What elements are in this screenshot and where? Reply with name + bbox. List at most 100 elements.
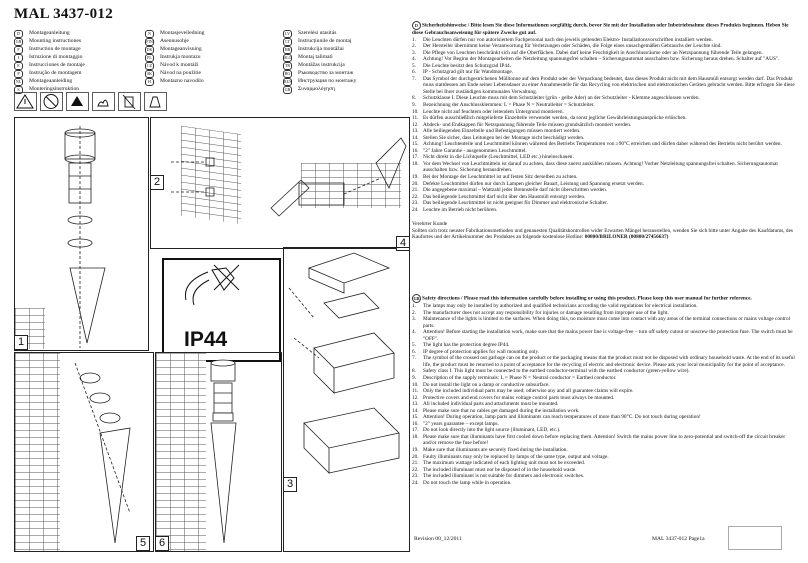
language-item: F Instruction de montage: [14, 46, 144, 54]
safety-item: 6.IP degree of protection applies for wa…: [412, 348, 540, 355]
safety-item: 2.The manufacturer does not accept any r…: [412, 309, 669, 316]
language-label: Montaj talimati: [298, 54, 333, 61]
safety-item: 9.Bezeichnung der Anschlussklemmen: L = …: [412, 102, 595, 109]
revision-label: Revision 00_12/2011: [414, 536, 462, 542]
panel-2-drawing: [171, 137, 407, 217]
safety-item: 24.Do not touch the lamp while in operat…: [412, 479, 512, 486]
safety-item: 10.Leuchte nicht auf feuchtem oder leite…: [412, 108, 564, 115]
panel-6-label: 6: [155, 536, 169, 551]
panel-6: 6: [155, 352, 282, 552]
language-code-badge: GB: [14, 38, 23, 46]
panel-1-label: 1: [14, 335, 28, 350]
safety-item: 9.Description of the supply terminals: L…: [412, 375, 617, 382]
language-item: I Istruzione di montaggio: [14, 54, 144, 62]
language-code-badge: TR: [283, 62, 292, 70]
safety-item: 18.Please make sure that illuminants hav…: [412, 433, 786, 447]
language-label: Instrukja montazu: [160, 54, 201, 61]
language-item: LT Instrucțiunile de montaj: [283, 38, 413, 46]
safety-item: 21.Die angegebene maximal – Wattzahl jed…: [412, 187, 608, 194]
english-safety-list: 1.The lamps may only be installed by aut…: [412, 303, 796, 486]
language-label: Mounting instructiones: [29, 38, 82, 45]
triangle-warning-icon: [14, 92, 37, 111]
language-code-badge: NL: [14, 78, 23, 86]
panel-5-drawing: [74, 362, 131, 544]
language-code-badge: LT: [283, 38, 292, 46]
language-code-badge: D: [14, 30, 23, 38]
language-badge-gb: GB: [412, 294, 421, 303]
language-label: Ръководство за монтаж: [298, 70, 354, 77]
safety-item: 11.Es dürfen ausschließlich mitgeliefert…: [412, 115, 687, 122]
safety-item: 20.Faulty illuminants may only be replac…: [412, 453, 609, 460]
language-code-badge: BG: [283, 70, 292, 78]
panel-3-drawing: [288, 252, 400, 474]
language-code-badge: F: [14, 46, 23, 54]
language-code-badge: DK: [145, 46, 154, 54]
language-code-badge: CZ: [145, 62, 154, 70]
language-code-badge: SK: [145, 70, 154, 78]
safety-item: 23.The included illuminant is not suitab…: [412, 473, 585, 480]
safety-item: 3.Maintenance of the lights is limited t…: [412, 316, 791, 329]
hotline-number: 00800/BRILONER (00800/27456637): [584, 234, 669, 241]
language-label: Instruction de montage: [29, 46, 81, 53]
language-code-badge: FIN: [145, 38, 154, 46]
panel-2: 2 4: [150, 117, 410, 251]
safety-item: 22.The included illuminant must not be d…: [412, 466, 577, 473]
language-label: Montageanvisning: [160, 46, 202, 53]
language-label: Montasjeveiledning: [160, 30, 205, 37]
language-item: TR Montāžas instrukcija: [283, 62, 413, 70]
panel-5: 5: [14, 352, 154, 552]
language-code-badge: SLO: [283, 54, 292, 62]
language-label: Инструкция по монтажу: [298, 78, 357, 85]
language-code-badge: I: [14, 54, 23, 62]
safety-item: 8.Safety class I. This light must be con…: [412, 368, 690, 375]
safety-item: 15.Achtung! Leuchtenteile und Leuchtmitt…: [412, 141, 782, 148]
safety-item: 17.Do not look directly into the light s…: [412, 427, 561, 434]
safety-item: 19.Bei der Montage der Leuchtmittel ist …: [412, 174, 578, 181]
panel-6-drawing: [210, 359, 237, 544]
safety-item: 7.Das Symbol der durchgestrichenen Müllt…: [412, 75, 795, 95]
ip44-label: IP44: [184, 328, 228, 351]
no-touch-icon: [40, 92, 63, 111]
panel-1-drawing: [64, 126, 106, 348]
safety-item: 12.Protective covers and end covers for …: [412, 394, 615, 401]
lamp-shape-icon: [144, 92, 167, 111]
warning-icons-row: [14, 92, 167, 111]
safety-item: 19.Make sure that illuminants are secure…: [412, 447, 568, 454]
safety-item: 3.Die Pflege von Leuchten beschränkt sic…: [412, 49, 763, 56]
language-item: GB Mounting instructiones: [14, 38, 144, 46]
safety-item: 20.Defekte Leuchtmittel dürfen nur durch…: [412, 180, 644, 187]
safety-item: 7.The symbol of the crossed out garbage …: [412, 355, 795, 368]
language-label: Istruzione di montaggio: [29, 54, 83, 61]
wall-texture: [301, 163, 401, 208]
safety-item: 24.Leuchte im Betrieb nicht berühren.: [412, 206, 498, 213]
language-label: Szerelési utasítás: [298, 30, 337, 37]
language-code-badge: P: [14, 70, 23, 78]
document-title: MAL 3437-012: [14, 6, 114, 22]
language-code-badge: LV: [283, 30, 292, 38]
safety-item: 11.Only the included individual parts ma…: [412, 388, 634, 395]
ip44-box: IP44: [162, 258, 281, 362]
german-heading: Sicherheitshinweise / Bitte lesen Sie di…: [412, 22, 789, 36]
language-label: Instrucțiunile de montaj: [298, 38, 352, 45]
safety-item: 16."2" Jahre Garantie - ausgenommen Leuc…: [412, 147, 527, 154]
german-vendor-text: Sollten sich trotz neuster Fabrikationsm…: [412, 227, 793, 241]
safety-item: 6.IP - Schutzgrad gilt nur für Wandmonta…: [412, 69, 514, 76]
language-badge-de: D: [412, 21, 421, 30]
safety-item: 1.The lamps may only be installed by aut…: [412, 303, 698, 309]
safety-item: 10.Do not install the light on a damp or…: [412, 381, 550, 388]
german-vendor-heading: Verehrter Kunde: [412, 221, 448, 228]
safety-item: 23.Das beiliegende Leuchtmittel ist nich…: [412, 200, 608, 207]
language-label: Montāžas instrukcija: [298, 62, 345, 69]
english-heading: Safety directions / Please read this inf…: [422, 295, 752, 302]
